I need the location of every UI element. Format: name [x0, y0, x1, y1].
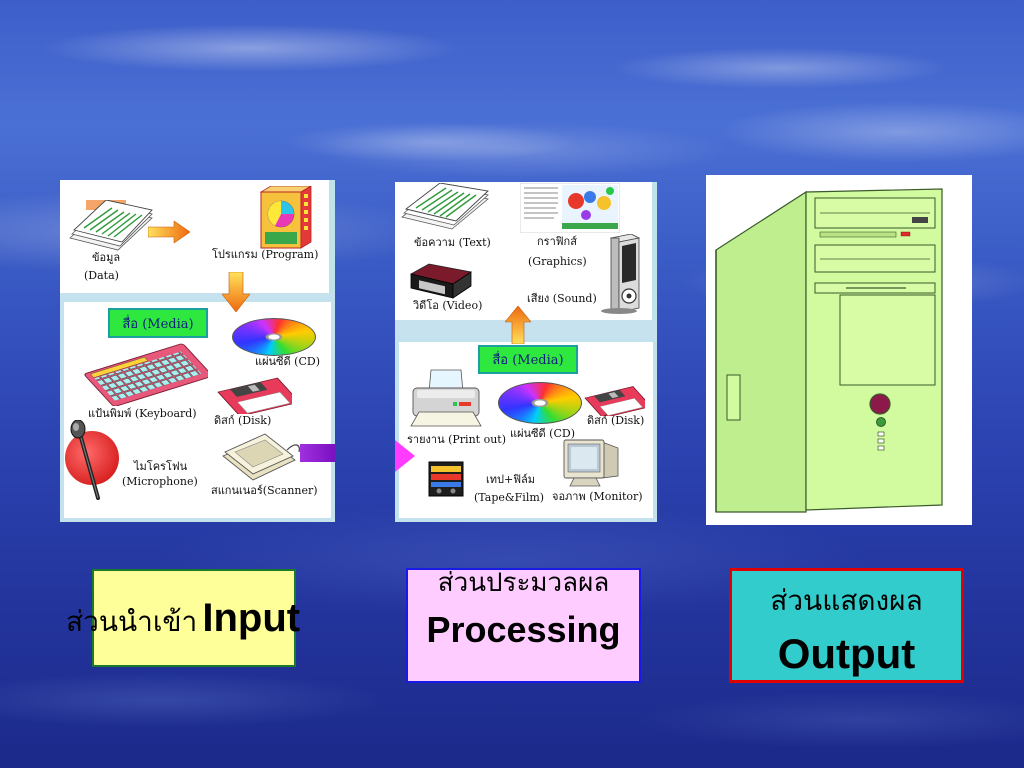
disk-label: ดิสก์ (Disk) [214, 414, 272, 427]
floppy-disk-icon [581, 374, 652, 419]
cd-icon [498, 382, 582, 424]
program-label: โปรแกรม (Program) [212, 248, 319, 261]
cd-icon [232, 318, 316, 356]
data-label-th: ข้อมูล [92, 251, 121, 264]
scanner-label: สแกนเนอร์(Scanner) [211, 484, 318, 497]
input-label-en: Input [202, 596, 301, 640]
connector-bar [300, 444, 335, 462]
graphics-image-icon [519, 182, 621, 234]
computer-tower-icon [715, 188, 943, 513]
arrow-right-icon [147, 220, 191, 244]
tape-label-en: (Tape&Film) [474, 491, 545, 504]
monitor-icon [562, 438, 622, 490]
middle-panel-divider [395, 320, 657, 340]
text-label: ข้อความ (Text) [414, 236, 491, 249]
document-stack-icon [68, 199, 154, 255]
print-out-label: รายงาน (Print out) [407, 433, 506, 446]
cd-label: แผ่นซีดี (CD) [255, 355, 320, 368]
video-label: วิดีโอ (Video) [413, 299, 483, 312]
left-panel-divider [60, 293, 335, 300]
speaker-icon [597, 233, 643, 314]
microphone-label-th: ไมโครโฟน [134, 460, 188, 473]
program-box-icon [255, 185, 323, 250]
tape-film-icon [427, 460, 467, 500]
microphone-label-en: (Microphone) [122, 475, 198, 488]
arrow-down-icon [221, 271, 251, 313]
data-label-en: (Data) [84, 269, 119, 282]
input-label: ส่วนนำเข้า Input [66, 596, 300, 644]
processing-label-box [406, 568, 641, 683]
arrow-up-icon [504, 305, 532, 345]
graphics-label-en: (Graphics) [528, 255, 587, 268]
connector-arrowhead-icon [395, 440, 415, 472]
processing-label-th: ส่วนประมวลผล [437, 568, 610, 598]
graphics-label-th: กราฟิกส์ [537, 235, 577, 248]
microphone-icon [64, 419, 124, 502]
printer-icon [409, 368, 483, 428]
output-label-th: ส่วนแสดงผล [770, 584, 923, 617]
monitor-label: จอภาพ (Monitor) [552, 490, 643, 503]
right-panel [706, 175, 972, 525]
output-label-box [729, 568, 964, 683]
scanner-icon [221, 430, 303, 482]
tape-label-th: เทป+ฟิล์ม [486, 473, 535, 486]
input-label-th: ส่วนนำเข้า [66, 605, 198, 638]
output-label-en: Output [777, 630, 916, 677]
keyboard-label: แป้นพิมพ์ (Keyboard) [88, 407, 197, 420]
cd-label: แผ่นซีดี (CD) [510, 427, 575, 440]
disk-label: ดิสก์ (Disk) [587, 414, 645, 427]
keyboard-icon [82, 342, 213, 407]
input-label-box [92, 569, 296, 667]
media-box: สื่อ (Media) [108, 308, 208, 338]
floppy-disk-icon [214, 366, 301, 417]
sound-label: เสียง (Sound) [527, 292, 597, 305]
video-tape-icon [409, 262, 473, 300]
text-document-icon [400, 182, 490, 235]
media-box: สื่อ (Media) [478, 345, 578, 374]
processing-label-en: Processing [426, 609, 621, 650]
